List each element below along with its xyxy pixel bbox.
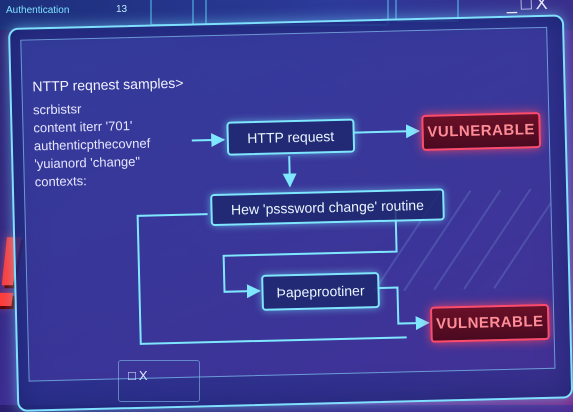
vulnerable-badge-top: VULNERABLE: [421, 112, 542, 151]
arrow-processor-to-vulnerable: [377, 286, 430, 331]
arrow-samples-to-http: [191, 133, 226, 148]
vulnerable-badge-bottom: VULNERABLE: [429, 303, 550, 343]
secondary-window-controls[interactable]: □X: [128, 368, 151, 383]
connector-loop-left: [136, 213, 407, 345]
diagram-panel: NTTP reqnest samples> scrbistsr content …: [20, 26, 556, 382]
secondary-window: [118, 360, 200, 402]
arrow-http-to-routine: [282, 156, 297, 188]
processor-node[interactable]: Þapeprootiner: [261, 272, 380, 311]
arrow-routine-to-processor: [222, 209, 398, 299]
background-label: Authentication: [6, 5, 70, 16]
arrow-http-to-vulnerable: [353, 124, 421, 139]
background-count: 13: [116, 4, 128, 15]
window-controls[interactable]: _□X: [506, 0, 552, 14]
background-window: [150, 0, 194, 26]
http-request-node[interactable]: HTTP request: [226, 118, 356, 156]
password-change-routine-node[interactable]: Hew 'psssword change' routine: [210, 188, 445, 227]
main-window: _□X NTTP reqnest samples> scrbistsr cont…: [8, 0, 573, 412]
flow-connectors: [136, 124, 430, 345]
